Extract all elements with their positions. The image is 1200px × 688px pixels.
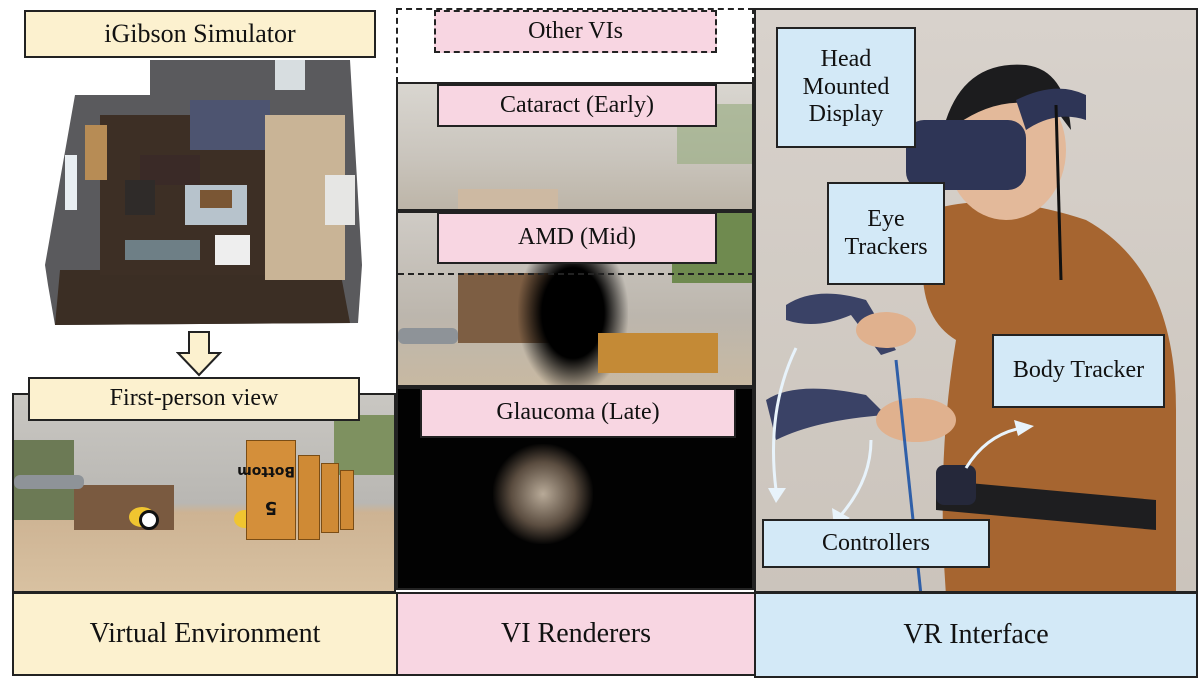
first-person-view-label: First-person view bbox=[28, 377, 360, 421]
domino-block: Bottom 5 bbox=[237, 440, 296, 540]
igibson-simulator-label: iGibson Simulator bbox=[24, 10, 376, 58]
down-arrow-icon bbox=[175, 331, 223, 377]
apartment-floorplan-render bbox=[40, 55, 365, 327]
glaucoma-label: Glaucoma (Late) bbox=[420, 388, 736, 438]
eye-trackers-label: Eye Trackers bbox=[827, 182, 945, 285]
first-person-view-image: Bottom 5 bbox=[12, 393, 396, 593]
virtual-environment-footer: Virtual Environment bbox=[12, 592, 398, 676]
cataract-label: Cataract (Early) bbox=[437, 84, 717, 127]
controllers-label: Controllers bbox=[762, 519, 990, 568]
block-number: 5 bbox=[264, 497, 278, 518]
floorplan-image bbox=[45, 60, 362, 325]
block-text: Bottom bbox=[237, 463, 295, 479]
vr-interface-footer: VR Interface bbox=[754, 592, 1198, 678]
body-tracker-label: Body Tracker bbox=[992, 334, 1165, 408]
amd-label: AMD (Mid) bbox=[437, 212, 717, 264]
other-vis-label: Other VIs bbox=[434, 10, 717, 53]
vi-renderers-footer: VI Renderers bbox=[396, 592, 756, 676]
head-mounted-display-label: Head Mounted Display bbox=[776, 27, 916, 148]
